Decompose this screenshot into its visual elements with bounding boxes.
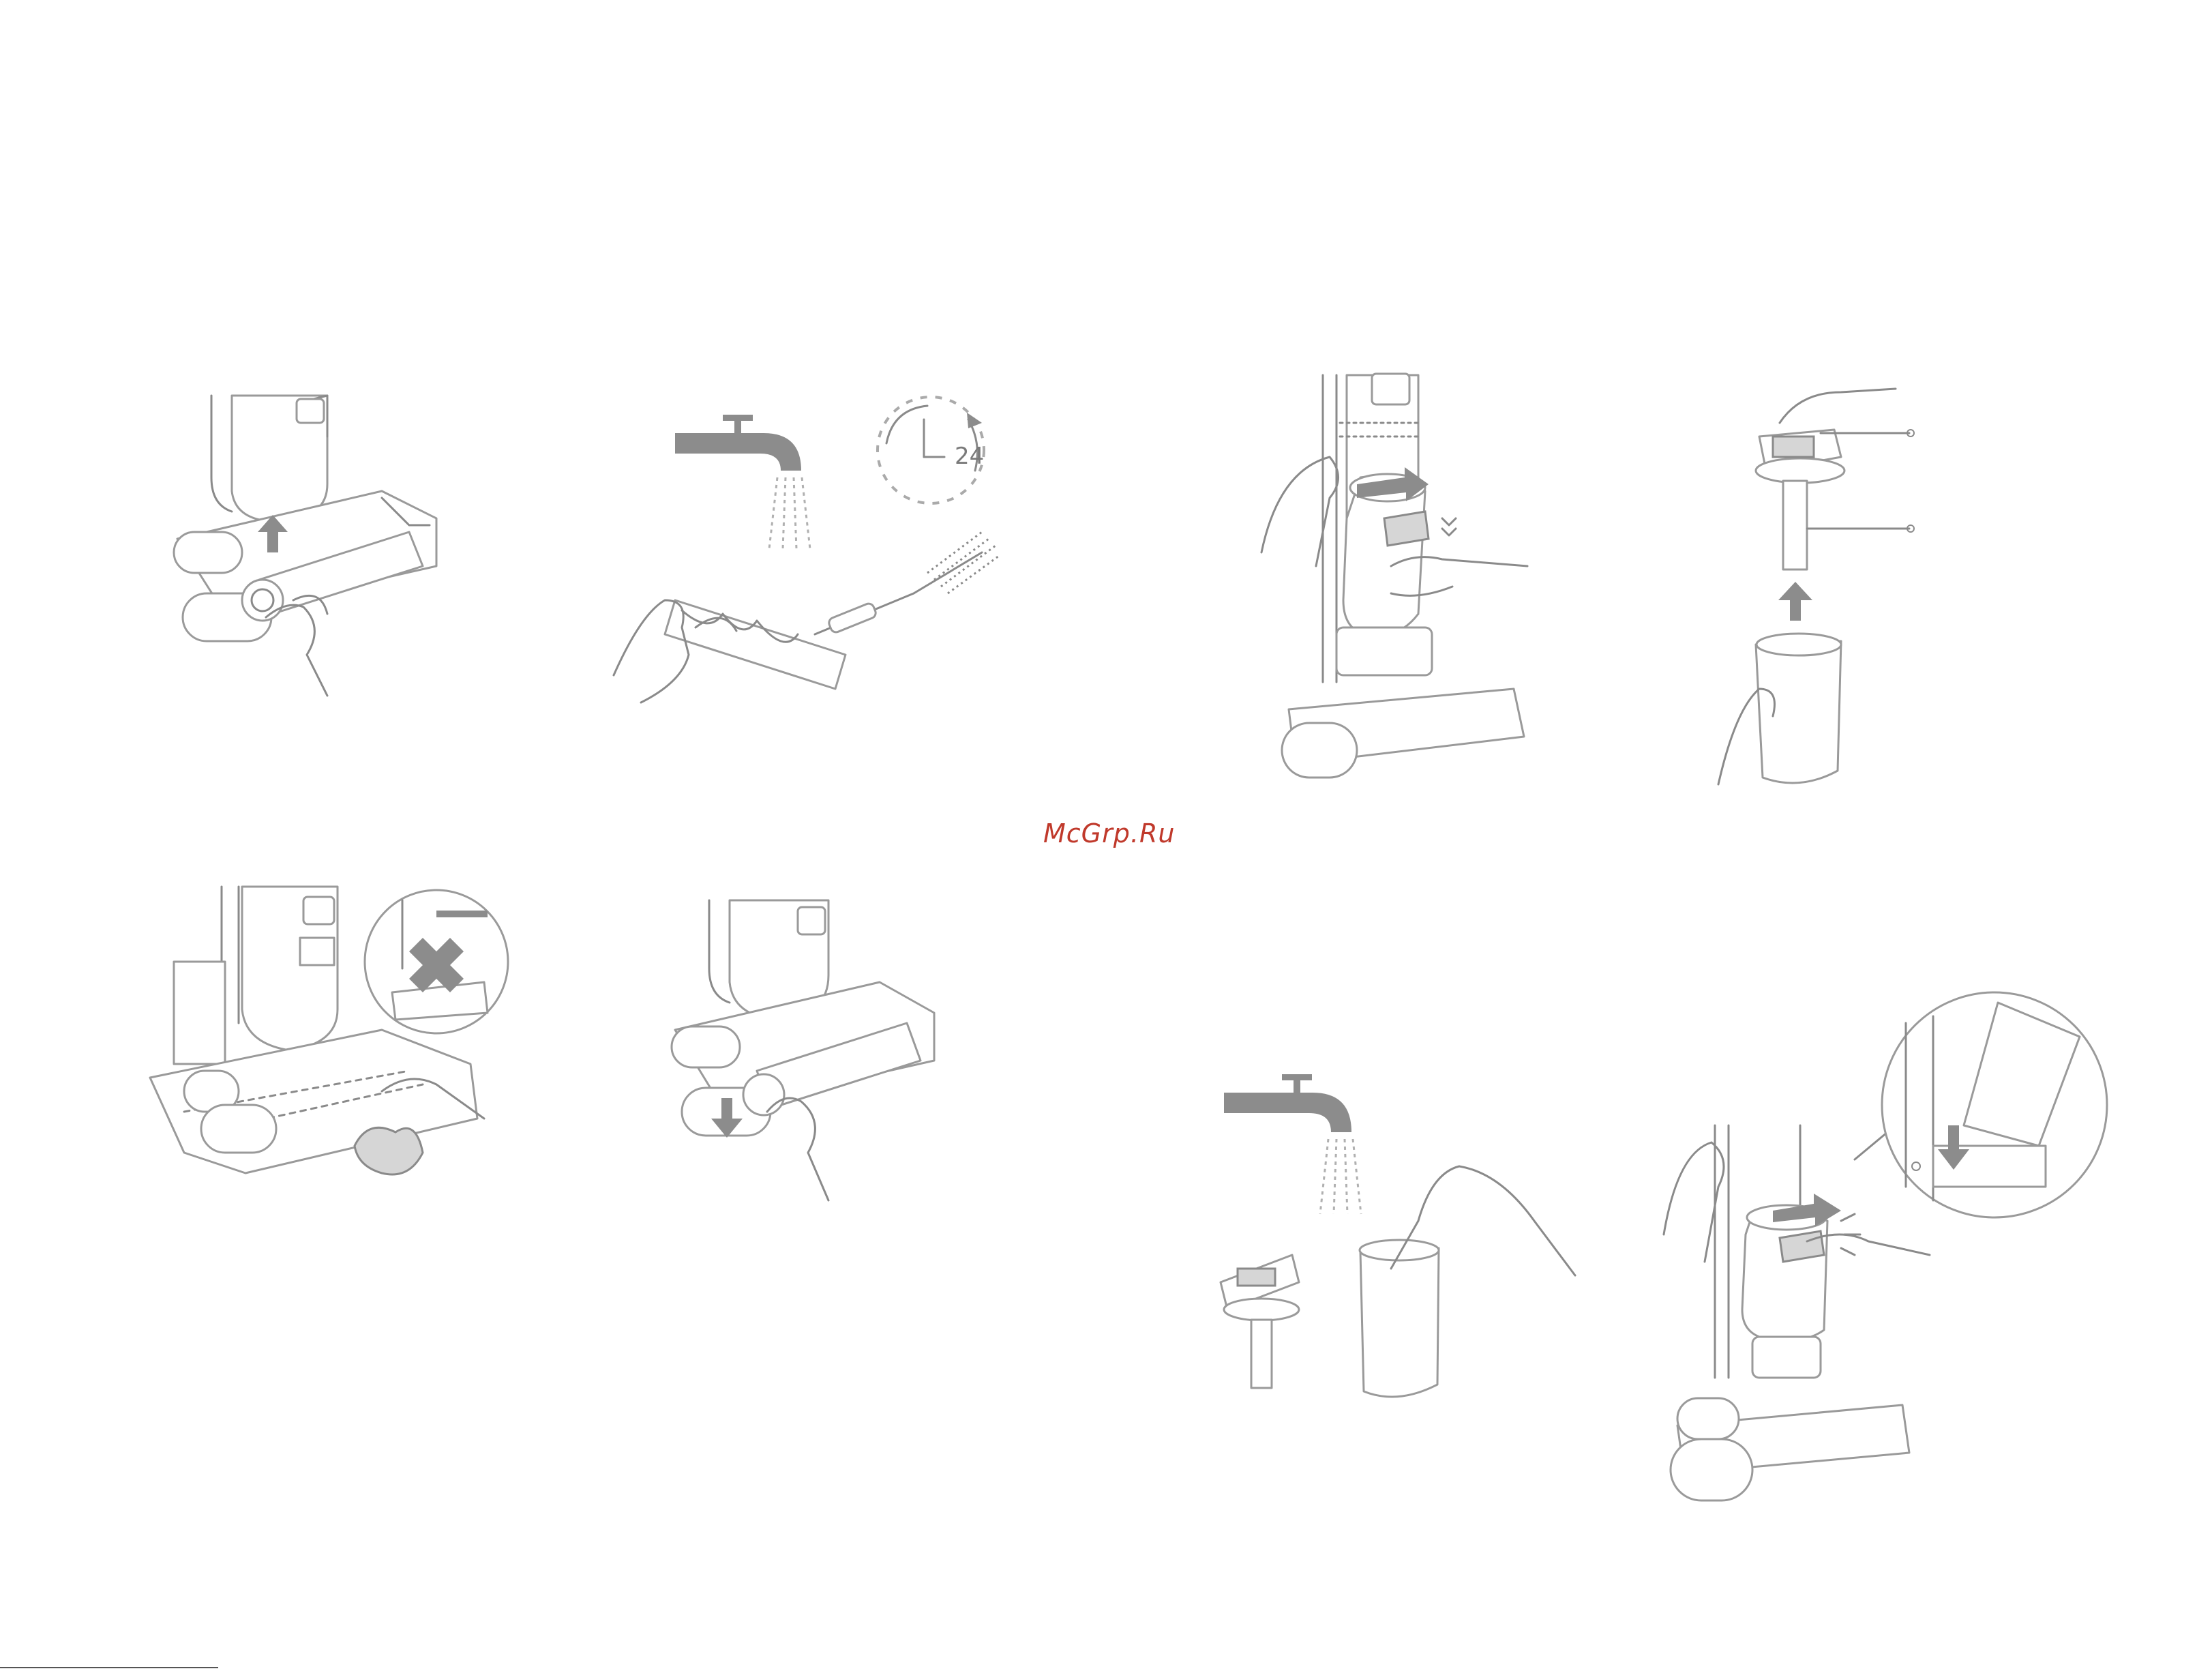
panel-wipe-head — [150, 887, 508, 1174]
panel-rinse-filter-tank — [1221, 1074, 1575, 1397]
callout-circle — [1882, 992, 2107, 1217]
panel-remove-tank — [1261, 374, 1527, 778]
water-spray-icon — [1320, 1139, 1361, 1214]
cleaning-brush-icon — [815, 532, 999, 634]
roller-tube — [665, 600, 846, 689]
panel-wash-roller: 24 — [614, 397, 999, 703]
faucet-icon — [675, 415, 801, 471]
clock-24h-icon: 24 — [878, 397, 984, 503]
water-spray-icon — [769, 477, 810, 549]
panel-remove-filter — [1718, 389, 1914, 784]
panel-install-roller — [672, 900, 934, 1200]
panel-install-tank — [1664, 992, 2107, 1500]
faucet-icon — [1224, 1074, 1351, 1132]
arrow-up-icon — [1778, 582, 1812, 621]
clock-hours-label: 24 — [955, 443, 984, 470]
watermark-text: McGrp.Ru — [1043, 818, 1175, 848]
callout-no-water — [365, 890, 508, 1033]
footer-rule — [0, 1667, 218, 1668]
panel-remove-roller — [174, 396, 436, 696]
